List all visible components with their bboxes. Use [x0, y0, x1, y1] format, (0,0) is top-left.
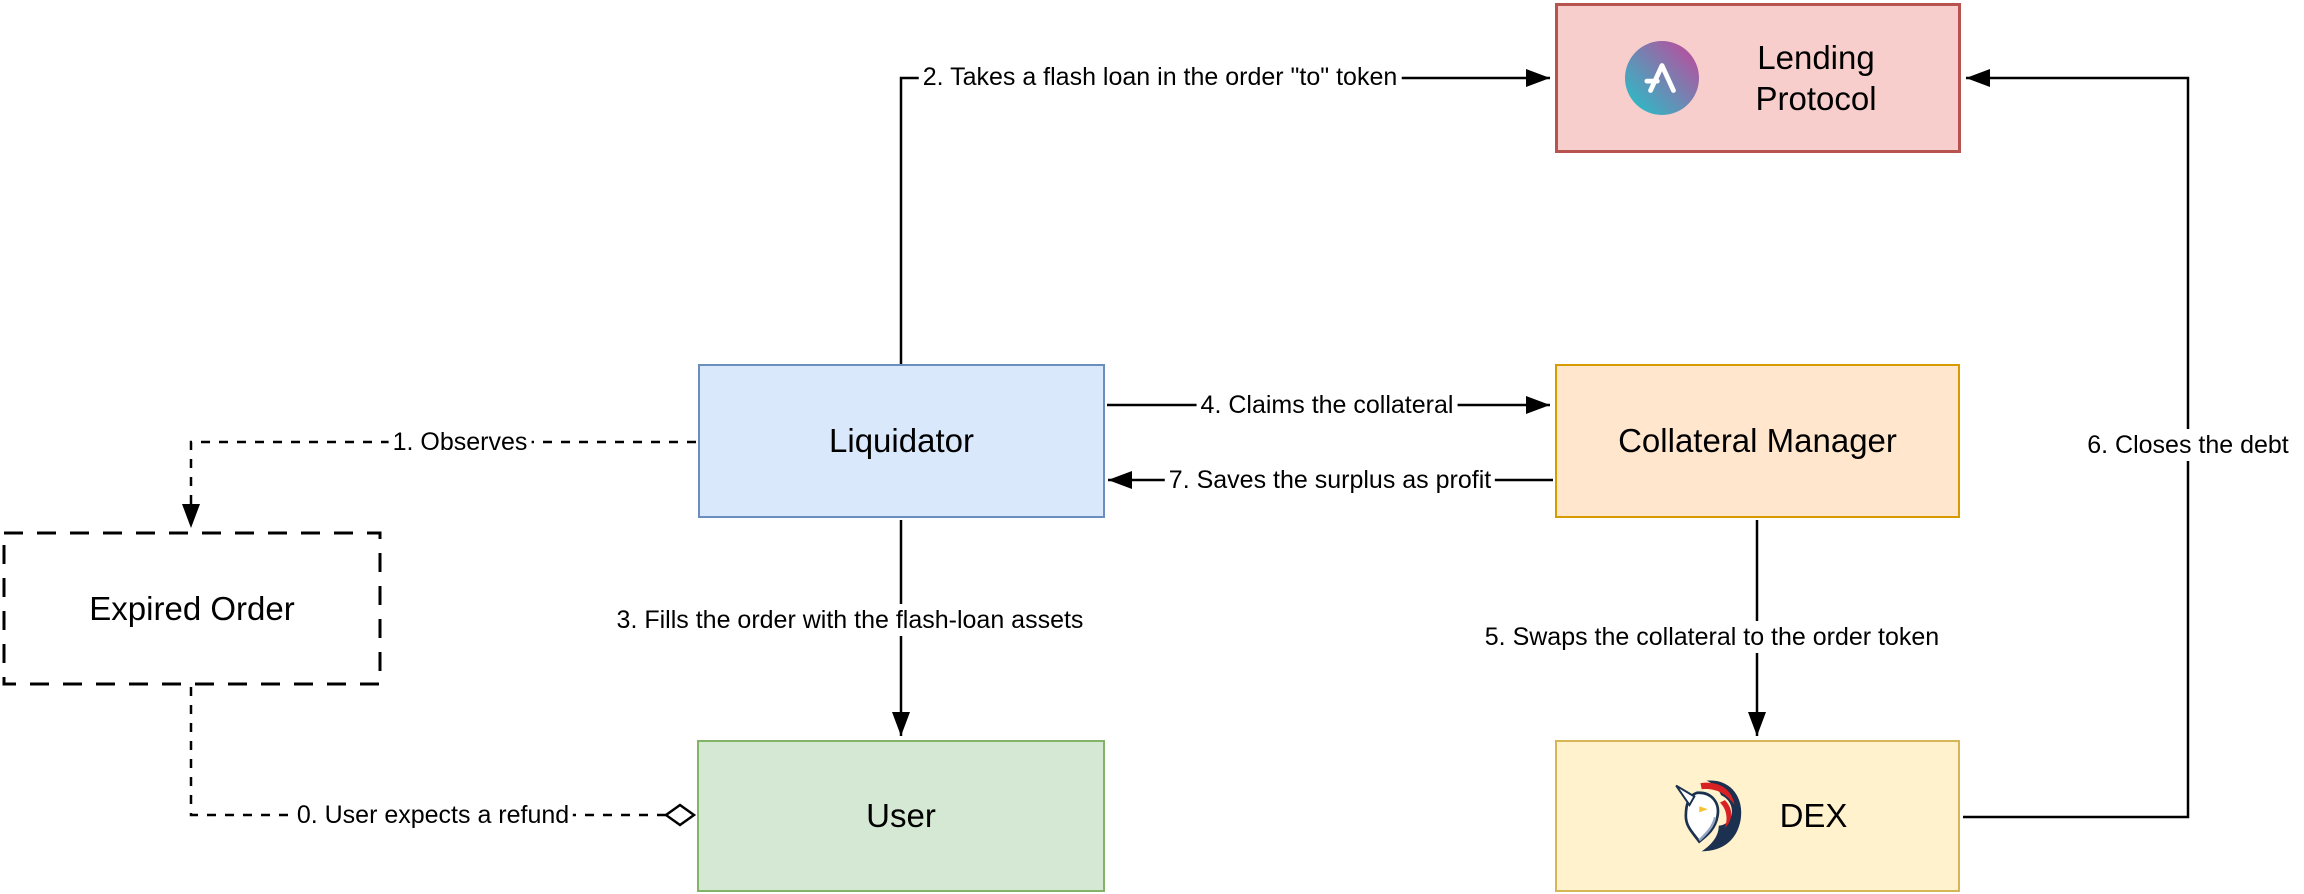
node-expired-order: Expired Order [4, 533, 380, 684]
edge-label-claims-collateral: 4. Claims the collateral [1196, 389, 1458, 421]
edge-label-swaps-collateral: 5. Swaps the collateral to the order tok… [1480, 621, 1944, 653]
node-label-liquidator: Liquidator [829, 422, 974, 459]
edge-label-saves-surplus: 7. Saves the surplus as profit [1164, 464, 1496, 496]
aave-circle-gradient-icon [1625, 41, 1699, 115]
node-lending-protocol: Lending Protocol [1555, 3, 1961, 153]
edge-0-refund-line [189, 687, 697, 827]
node-label-lending-protocol: Lending Protocol [1755, 38, 1877, 117]
edge-2-flash-loan-line [899, 69, 1550, 364]
edge-label-user-expects-refund: 0. User expects a refund [292, 799, 574, 831]
edge-label-takes-flash-loan: 2. Takes a flash loan in the order "to" … [918, 61, 1402, 93]
node-collateral-manager: Collateral Manager [1555, 364, 1960, 518]
edge-label-observes: 1. Observes [388, 426, 532, 458]
node-user: User [697, 740, 1105, 892]
oneinch-unicorn-icon [1674, 780, 1741, 852]
edge-label-fills-order: 3. Fills the order with the flash-loan a… [612, 604, 1088, 636]
edge-label-closes-debt: 6. Closes the debt [2083, 429, 2293, 461]
node-label-collateral-manager: Collateral Manager [1618, 422, 1897, 459]
aave-letter-a-glyph [1644, 63, 1676, 93]
node-label-expired-order: Expired Order [89, 589, 295, 627]
node-label-user: User [866, 797, 936, 834]
expired-order-box-border [2, 531, 382, 686]
node-liquidator: Liquidator [698, 364, 1105, 518]
node-dex: DEX [1555, 740, 1960, 892]
node-label-dex: DEX [1779, 797, 1848, 834]
